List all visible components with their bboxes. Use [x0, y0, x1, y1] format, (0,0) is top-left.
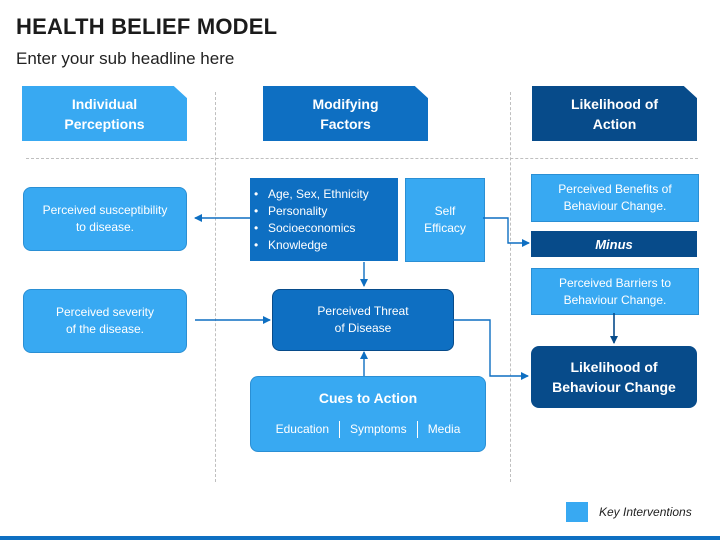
perceived-benefits-box: Perceived Benefits of Behaviour Change.	[531, 174, 699, 222]
legend-label: Key Interventions	[599, 505, 692, 519]
arrow-efficacy-to-minus	[483, 217, 530, 247]
demographic-factors-box: Age, Sex, Ethnicity Personality Socioeco…	[250, 178, 398, 261]
header-likelihood-label: Likelihood of Action	[570, 95, 659, 132]
minus-box: Minus	[531, 231, 697, 257]
self-efficacy-box: Self Efficacy	[405, 178, 485, 262]
factor-item: Knowledge	[250, 237, 369, 254]
cues-to-action-items: Education Symptoms Media	[266, 421, 471, 438]
likelihood-behaviour-change-label: Likelihood of Behaviour Change	[552, 359, 676, 395]
factor-item: Age, Sex, Ethnicity	[250, 186, 369, 203]
cue-item-education: Education	[275, 422, 329, 436]
header-likelihood-of-action: Likelihood of Action	[532, 86, 697, 141]
perceived-threat-label: Perceived Threat of Disease	[317, 304, 409, 335]
perceived-susceptibility-box: Perceived susceptibility to disease.	[23, 187, 187, 251]
bottom-accent-bar	[0, 536, 720, 540]
header-divider	[26, 158, 698, 159]
cue-item-symptoms: Symptoms	[339, 421, 417, 438]
page-title: HEALTH BELIEF MODEL	[16, 14, 278, 39]
cue-item-media: Media	[416, 421, 471, 438]
arrow-threat-to-outcome	[452, 319, 529, 380]
column-divider-right	[510, 92, 511, 482]
perceived-barriers-label: Perceived Barriers to Behaviour Change.	[558, 275, 672, 307]
page-subtitle: Enter your sub headline here	[16, 49, 235, 68]
perceived-benefits-label: Perceived Benefits of Behaviour Change.	[558, 182, 672, 213]
perceived-severity-label: Perceived severity of the disease.	[55, 305, 155, 336]
perceived-severity-box: Perceived severity of the disease.	[23, 289, 187, 353]
header-individual-label: Individual Perceptions	[64, 95, 145, 132]
header-modifying-factors: Modifying Factors	[263, 86, 428, 141]
demographic-factors-list: Age, Sex, Ethnicity Personality Socioeco…	[250, 186, 369, 254]
perceived-barriers-box: Perceived Barriers to Behaviour Change.	[531, 268, 699, 315]
perceived-susceptibility-label: Perceived susceptibility to disease.	[42, 203, 168, 234]
legend-swatch	[566, 502, 588, 522]
cues-to-action-title: Cues to Action	[318, 390, 418, 406]
minus-label: Minus	[595, 236, 633, 252]
factor-item: Socioeconomics	[250, 220, 369, 237]
likelihood-behaviour-change-box: Likelihood of Behaviour Change	[531, 346, 697, 408]
header-individual-perceptions: Individual Perceptions	[22, 86, 187, 141]
factor-item: Personality	[250, 203, 369, 220]
perceived-threat-box: Perceived Threat of Disease	[272, 289, 454, 351]
self-efficacy-label: Self Efficacy	[424, 204, 466, 235]
header-modifying-label: Modifying Factors	[312, 95, 379, 132]
cues-to-action-box: Cues to Action Education Symptoms Media	[250, 376, 486, 452]
column-divider-left	[215, 92, 216, 482]
